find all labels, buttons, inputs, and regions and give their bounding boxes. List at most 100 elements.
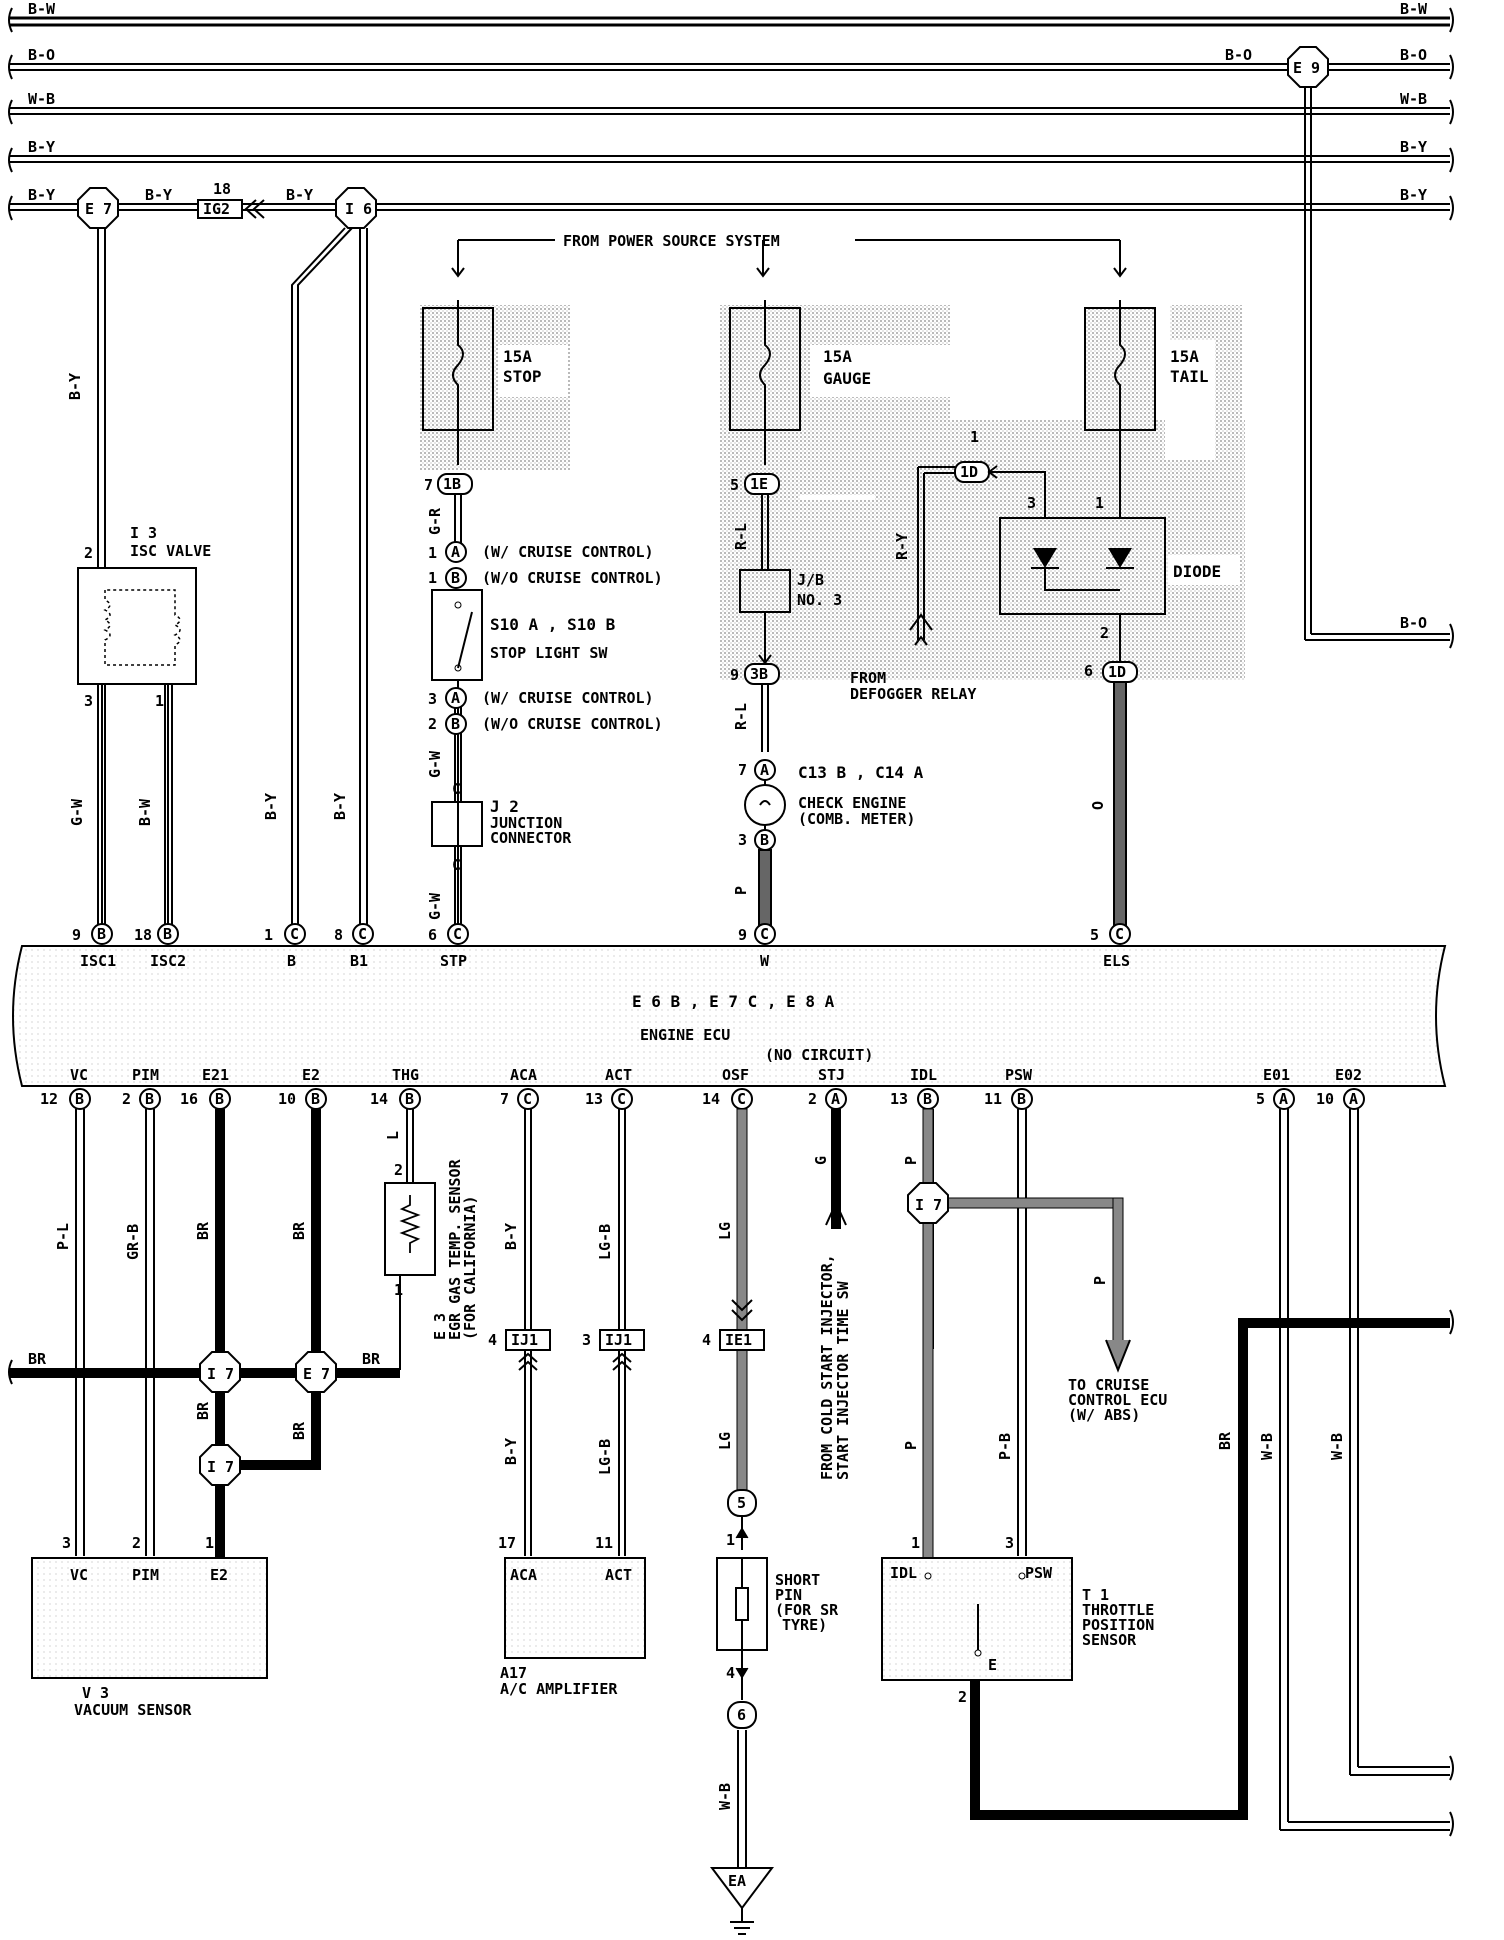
svg-text:IG2: IG2 xyxy=(203,200,230,218)
svg-text:DIODE: DIODE xyxy=(1173,562,1221,581)
start-injector-label: START INJECTOR TIME SW xyxy=(834,1280,852,1480)
wire-br5: BR xyxy=(290,1421,308,1440)
ij1-aca: 4 IJ1 xyxy=(488,1329,551,1371)
wire-gw1: G-W xyxy=(68,798,86,826)
power-source-label: FROM POWER SOURCE SYSTEM xyxy=(563,232,780,250)
svg-text:IJ1: IJ1 xyxy=(511,1331,538,1349)
svg-text:B: B xyxy=(1017,1090,1026,1108)
svg-text:2: 2 xyxy=(122,1090,131,1108)
svg-text:4: 4 xyxy=(702,1331,711,1349)
i7-junction-b: I 7 xyxy=(199,1444,241,1486)
svg-text:E 6 B , E 7 C , E 8 A: E 6 B , E 7 C , E 8 A xyxy=(632,992,835,1011)
e7-junction-b: E 7 xyxy=(295,1351,337,1393)
svg-text:STJ: STJ xyxy=(818,1066,845,1084)
svg-text:J 2: J 2 xyxy=(490,797,519,816)
bus-label-wb-right: W-B xyxy=(1400,90,1427,108)
svg-text:TYRE): TYRE) xyxy=(782,1616,827,1634)
svg-text:I 7: I 7 xyxy=(207,1365,234,1383)
svg-text:C: C xyxy=(737,1090,746,1108)
svg-text:B: B xyxy=(75,1090,84,1108)
svg-text:OSF: OSF xyxy=(722,1066,749,1084)
egr-id: E 3 xyxy=(431,1313,449,1340)
pin-3b: 9 3B xyxy=(730,663,780,685)
svg-text:1: 1 xyxy=(1095,494,1104,512)
svg-text:A: A xyxy=(1349,1090,1358,1108)
wire-lg2: LG xyxy=(716,1432,734,1450)
i7-junction-c: I 7 xyxy=(907,1182,949,1224)
svg-text:IDL: IDL xyxy=(890,1564,917,1582)
svg-text:B: B xyxy=(145,1090,154,1108)
vacuum-sensor: 3 2 1 VC PIM E2 V 3 VACUUM SENSOR xyxy=(31,1534,268,1719)
svg-text:POSITION: POSITION xyxy=(1082,1616,1154,1634)
pin-1b: 7 1B xyxy=(424,473,473,495)
svg-text:18: 18 xyxy=(134,926,152,944)
wire-by-aca: B-Y xyxy=(502,1223,520,1250)
wire-wb1: W-B xyxy=(1258,1433,1276,1460)
svg-text:4: 4 xyxy=(488,1331,497,1349)
svg-text:B: B xyxy=(311,1090,320,1108)
svg-text:1: 1 xyxy=(970,428,979,446)
svg-text:(FOR SR: (FOR SR xyxy=(775,1601,839,1619)
wire-by-b: B-Y xyxy=(262,793,280,820)
wire-lgb-act2: LG-B xyxy=(596,1439,614,1475)
svg-text:I 3: I 3 xyxy=(130,524,157,542)
wire-grb: GR-B xyxy=(124,1224,142,1260)
svg-text:B: B xyxy=(451,569,460,587)
bus-label-bo-mid: B-O xyxy=(1225,46,1252,64)
wire-p-w: P xyxy=(732,886,750,895)
svg-text:GAUGE: GAUGE xyxy=(823,369,871,388)
cruise-ecu-2: CONTROL ECU xyxy=(1068,1391,1167,1409)
svg-text:C: C xyxy=(453,925,462,943)
svg-text:1E: 1E xyxy=(750,475,768,493)
svg-text:STOP: STOP xyxy=(503,367,542,386)
bus-label-bo-right: B-O xyxy=(1400,46,1427,64)
j2-junction-connector: C C J 2 JUNCTION CONNECTOR xyxy=(431,780,572,874)
svg-text:4: 4 xyxy=(726,1664,735,1682)
svg-text:A: A xyxy=(760,761,769,779)
i7-junction-a: I 7 xyxy=(199,1351,241,1393)
svg-text:IE1: IE1 xyxy=(725,1331,752,1349)
svg-text:IDL: IDL xyxy=(910,1066,937,1084)
svg-text:1: 1 xyxy=(911,1534,920,1552)
svg-text:6: 6 xyxy=(428,926,437,944)
svg-text:C: C xyxy=(358,925,367,943)
svg-text:ACT: ACT xyxy=(605,1566,632,1584)
pin-1d-bottom: 6 1D xyxy=(1084,661,1138,683)
wire-br-left: BR xyxy=(28,1350,47,1368)
top-buses xyxy=(8,7,1454,221)
svg-text:E 7: E 7 xyxy=(85,200,112,218)
jb-no3: J/B NO. 3 xyxy=(739,569,842,613)
svg-text:3: 3 xyxy=(582,1331,591,1349)
wire-br2: BR xyxy=(290,1221,308,1240)
svg-text:V 3: V 3 xyxy=(82,1684,109,1702)
wire-o-els xyxy=(1113,681,1127,931)
bus-label-by3: B-Y xyxy=(145,186,172,204)
svg-text:B: B xyxy=(923,1090,932,1108)
bus-label-bo-out: B-O xyxy=(1400,614,1427,632)
svg-text:PIM: PIM xyxy=(132,1066,159,1084)
svg-text:ISC VALVE: ISC VALVE xyxy=(130,542,211,560)
svg-text:TAIL: TAIL xyxy=(1170,367,1209,386)
svg-text:ELS: ELS xyxy=(1103,952,1130,970)
svg-text:3: 3 xyxy=(62,1534,71,1552)
svg-text:A17: A17 xyxy=(500,1664,527,1682)
wo-cruise-2: (W/O CRUISE CONTROL) xyxy=(482,715,663,733)
wire-br3: BR xyxy=(362,1350,381,1368)
e9-junction: E 9 xyxy=(1287,46,1329,88)
wire-bw1: B-W xyxy=(136,798,154,826)
pin-1e: 5 1E xyxy=(730,473,780,495)
svg-text:1: 1 xyxy=(428,544,437,562)
wire-by-e7: B-Y xyxy=(66,373,84,400)
svg-text:ISC2: ISC2 xyxy=(150,952,186,970)
w-cruise-1: (W/ CRUISE CONTROL) xyxy=(482,543,654,561)
svg-text:14: 14 xyxy=(702,1090,720,1108)
svg-text:3B: 3B xyxy=(750,665,768,683)
wire-lgb-act: LG-B xyxy=(596,1224,614,1260)
svg-text:VC: VC xyxy=(70,1566,88,1584)
svg-text:8: 8 xyxy=(334,926,343,944)
svg-text:1: 1 xyxy=(394,1281,403,1299)
svg-text:B: B xyxy=(451,715,460,733)
wire-p-cruise: P xyxy=(1091,1276,1109,1285)
svg-text:(NO CIRCUIT): (NO CIRCUIT) xyxy=(765,1046,873,1064)
